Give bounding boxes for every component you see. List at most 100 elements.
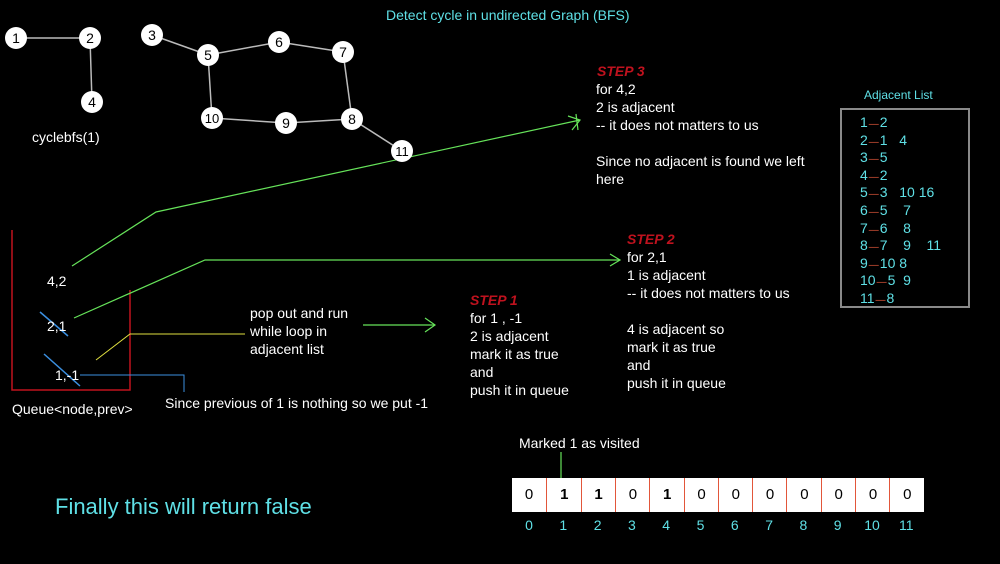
visited-cell: 0 — [889, 478, 925, 512]
svg-text:8: 8 — [348, 111, 356, 127]
graph-node-10: 10 — [201, 107, 223, 129]
prev-note: Since previous of 1 is nothing so we put… — [165, 395, 429, 411]
visited-index: 11 — [899, 517, 914, 533]
adjacent-node: 9 — [860, 254, 868, 271]
adjacent-list-row: 7—6 8 — [860, 220, 911, 236]
visited-index: 4 — [662, 517, 671, 533]
adjacent-node: 7 — [860, 219, 868, 236]
adjacent-connector: — — [868, 136, 879, 148]
edge-10-9 — [211, 117, 287, 124]
edge-5-6 — [207, 41, 280, 56]
adjacent-list-row: 8—7 9 11 — [860, 237, 941, 253]
adjacent-values: 6 8 — [879, 219, 911, 236]
page-title: Detect cycle in undirected Graph (BFS) — [386, 7, 630, 23]
adjacent-list-title: Adjacent List — [864, 88, 933, 102]
graph-node-2: 2 — [79, 27, 101, 49]
visited-index: 7 — [765, 517, 773, 533]
svg-text:4: 4 — [88, 94, 96, 110]
adjacent-node: 5 — [860, 184, 868, 201]
step3-line: Since no adjacent is found we left — [596, 153, 805, 169]
edge-7-8 — [342, 51, 353, 120]
note-pointer — [80, 374, 185, 392]
conclusion: Finally this will return false — [55, 494, 312, 519]
step1-line: mark it as true — [470, 346, 559, 362]
adjacent-values: 3 10 16 — [879, 184, 935, 201]
step2-line: -- it does not matters to us — [627, 285, 790, 301]
adjacent-list-row: 2—1 4 — [860, 132, 907, 148]
visited-cell: 0 — [512, 478, 546, 512]
visited-index: 1 — [559, 517, 568, 533]
adjacent-connector: — — [876, 277, 887, 289]
svg-text:7: 7 — [339, 44, 347, 60]
adjacent-connector: — — [868, 207, 879, 218]
step3-line: here — [596, 171, 625, 187]
step1-line: for 1 , -1 — [470, 310, 523, 326]
visited-index: 0 — [525, 517, 533, 533]
adjacent-list-row: 5—3 10 16 — [860, 184, 934, 200]
queue-item-1-neg1: 1,-1 — [55, 367, 80, 383]
adjacent-values: 5 7 — [879, 202, 911, 218]
visited-index: 10 — [864, 517, 880, 533]
adjacent-values: 8 — [886, 290, 895, 306]
pop-note-line-1: pop out and run — [250, 305, 349, 321]
step2-line: push it in queue — [627, 375, 726, 391]
graph-node-1: 1 — [5, 27, 27, 49]
graph-node-8: 8 — [341, 108, 363, 130]
svg-text:1: 1 — [12, 30, 20, 46]
pop-pointer — [95, 333, 245, 361]
step3-line: -- it does not matters to us — [596, 117, 759, 133]
adjacent-list-row: 9—10 8 — [860, 255, 907, 271]
step2-line: 1 is adjacent — [627, 267, 706, 283]
adjacent-node: 1 — [860, 114, 868, 130]
queue-container — [11, 230, 131, 391]
step3-line: for 4,2 — [596, 81, 636, 97]
step1-line: push it in queue — [470, 382, 569, 398]
step3-line: 2 is adjacent — [596, 99, 675, 115]
adjacent-connector: — — [868, 189, 879, 201]
step2-heading: STEP 2 — [627, 231, 675, 247]
visited-note: Marked 1 as visited — [519, 435, 640, 451]
adjacent-node: 4 — [860, 166, 868, 183]
adjacent-values: 2 — [879, 114, 888, 130]
adjacent-list-row: 6—5 7 — [860, 202, 911, 218]
visited-index: 5 — [696, 517, 705, 533]
visited-index: 9 — [833, 517, 842, 533]
visited-cell: 0 — [717, 478, 753, 512]
step3-heading: STEP 3 — [597, 63, 645, 79]
pop-note-line-2: while loop in — [250, 323, 328, 339]
graph-node-11: 11 — [391, 140, 413, 162]
adjacent-list-row: 3—5 — [860, 149, 888, 165]
arrow-to-step3 — [71, 119, 581, 267]
adjacent-connector: — — [868, 224, 879, 236]
adjacent-list-row: 1—2 — [860, 114, 888, 130]
adjacent-values: 10 8 — [879, 254, 908, 271]
adjacent-node: 3 — [860, 149, 868, 166]
visited-index: 2 — [593, 517, 602, 533]
visited-index: 6 — [730, 517, 739, 533]
queue-item-2-1: 2,1 — [47, 318, 67, 334]
step1-line: 2 is adjacent — [470, 328, 549, 344]
visited-cell: 0 — [614, 478, 650, 512]
graph-node-5: 5 — [197, 44, 219, 66]
adjacent-connector: — — [868, 242, 879, 254]
adjacent-node: 10 — [860, 272, 876, 289]
strike-2-1 — [39, 311, 69, 337]
adjacent-connector: — — [868, 154, 879, 166]
queue-item-4-2: 4,2 — [47, 273, 67, 289]
svg-text:9: 9 — [282, 115, 290, 131]
step1-line: and — [470, 364, 494, 380]
adjacent-values: 1 4 — [879, 131, 908, 148]
adjacent-connector: — — [868, 259, 879, 271]
graph-node-4: 4 — [81, 91, 103, 113]
adjacent-connector: — — [868, 119, 879, 130]
adjacent-node: 8 — [860, 237, 868, 254]
svg-text:2: 2 — [86, 30, 94, 46]
adjacent-connector: — — [875, 295, 886, 306]
adjacent-values: 7 9 11 — [879, 237, 942, 254]
svg-text:10: 10 — [205, 111, 219, 126]
step1-heading: STEP 1 — [470, 292, 518, 308]
visited-index: 8 — [799, 517, 808, 533]
arrow-to-step2 — [73, 259, 620, 319]
visited-cell: 0 — [855, 478, 890, 512]
